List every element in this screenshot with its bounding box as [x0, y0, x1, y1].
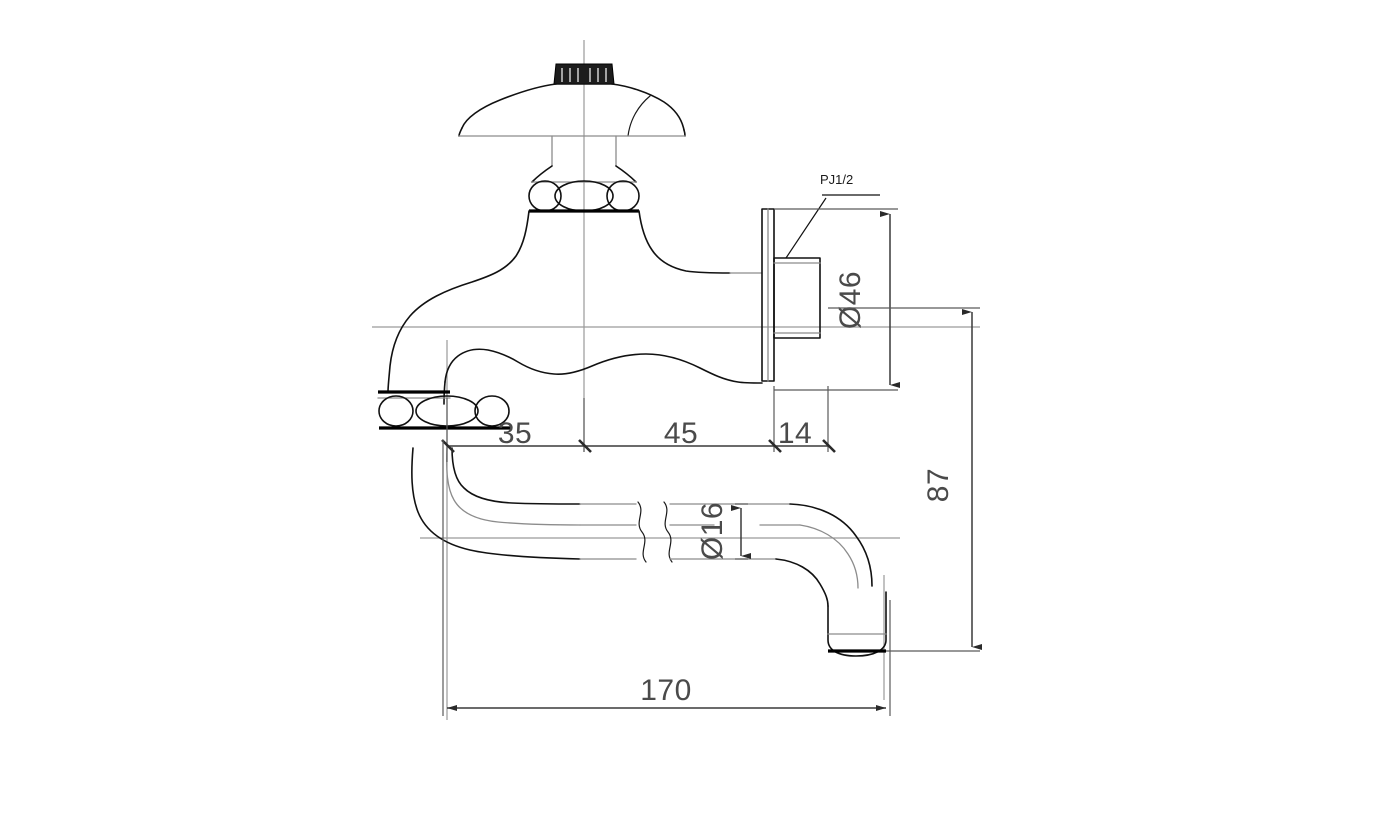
threaded-inlet-boss	[773, 257, 821, 339]
dimension-label-14: 14	[778, 417, 812, 450]
dimension-label-45: 45	[664, 417, 698, 450]
dimension-label-35: 35	[498, 417, 532, 450]
thread-callout-label: PJ1/2	[820, 172, 853, 187]
dimension-height-87	[828, 307, 982, 652]
dimension-label-inlet-diameter: Ø46	[834, 271, 867, 329]
handle-stem	[551, 135, 617, 167]
dimension-chain-horizontal	[441, 386, 836, 462]
dimension-label-87: 87	[922, 468, 955, 502]
hex-bonnet-nut	[528, 165, 640, 213]
dimension-inlet-diameter	[774, 208, 900, 391]
dimension-length-170	[442, 440, 891, 716]
handle-dome	[458, 83, 686, 137]
wall-flange-plate	[761, 208, 775, 382]
cross-handle-knob	[458, 63, 686, 167]
break-line	[637, 501, 673, 563]
dimension-label-spout-diameter: Ø16	[696, 502, 729, 560]
dimension-label-170: 170	[640, 674, 692, 707]
knurled-cap	[553, 63, 615, 85]
thread-callout-leader	[785, 194, 880, 259]
faucet-body	[377, 210, 763, 405]
swan-neck-spout	[411, 447, 887, 657]
dimension-spout-diameter	[731, 503, 751, 560]
centerlines	[372, 40, 980, 720]
